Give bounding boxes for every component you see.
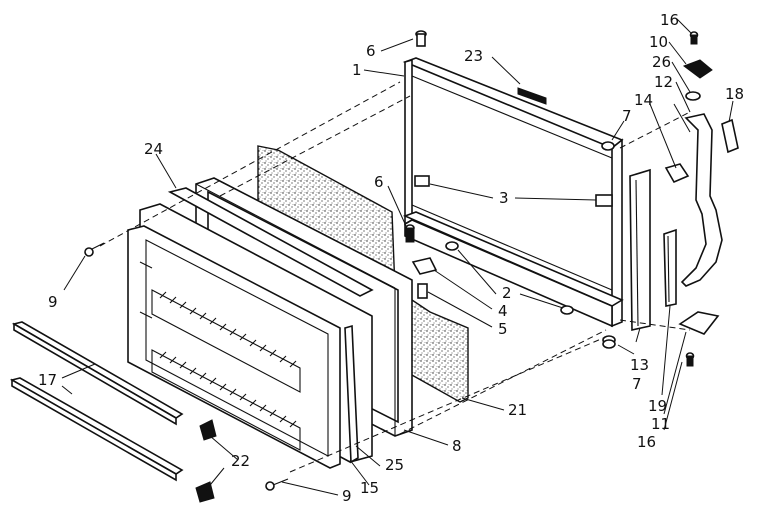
- hinge-washer: [685, 91, 701, 101]
- label-plate: [517, 87, 547, 105]
- screw-top: [415, 30, 427, 47]
- callout-25: 25: [385, 456, 404, 474]
- shelf-rail-upper: [11, 321, 184, 426]
- hinge-bracket: [682, 59, 713, 79]
- callout-21: 21: [508, 401, 527, 419]
- callout-8: 8: [452, 437, 462, 455]
- callout-24: 24: [144, 140, 163, 158]
- screw-middle: [405, 224, 415, 243]
- callout-19: 19: [648, 397, 667, 415]
- callout-6-middle: 6: [374, 173, 384, 191]
- handle-insert: [663, 228, 677, 307]
- lower-bracket: [678, 311, 720, 335]
- side-trim: [721, 118, 739, 154]
- callout-3: 3: [499, 189, 509, 207]
- callout-18: 18: [725, 85, 744, 103]
- callout-16-bottom: 16: [637, 433, 656, 451]
- callout-22: 22: [231, 452, 250, 470]
- callout-9-left: 9: [48, 293, 58, 311]
- handle-trim-strip: [629, 168, 651, 331]
- callout-13: 13: [630, 356, 649, 374]
- callout-17: 17: [38, 371, 57, 389]
- callout-16-top: 16: [660, 11, 679, 29]
- breaker-strip: [167, 187, 374, 297]
- callout-6-top: 6: [366, 42, 376, 60]
- callout-14: 14: [634, 91, 653, 109]
- hinge-screw-bottom: [685, 352, 695, 367]
- callout-2: 2: [502, 284, 512, 302]
- leader-lines: [61, 18, 734, 496]
- screw-left: [84, 242, 105, 257]
- callout-7-bottom: 7: [632, 375, 642, 393]
- callout-12: 12: [654, 73, 673, 91]
- bumper-bottom: [602, 335, 616, 349]
- screw-bottom: [265, 478, 289, 491]
- callout-4: 4: [498, 302, 508, 320]
- callout-7-top: 7: [622, 107, 632, 125]
- alignment-lines: [99, 81, 691, 473]
- door-panel-frame: [402, 57, 624, 328]
- callout-1: 1: [352, 61, 362, 79]
- gasket-strip: [344, 324, 359, 464]
- bumper-top: [601, 141, 615, 151]
- callout-15: 15: [360, 479, 379, 497]
- rail-end-cap-lower: [195, 481, 215, 503]
- rail-end-cap-upper: [199, 419, 217, 441]
- door-handle: [680, 113, 723, 287]
- hinge-screw-top: [689, 31, 699, 45]
- callout-26: 26: [652, 53, 671, 71]
- callout-5: 5: [498, 320, 508, 338]
- shelf-rail-lower: [9, 377, 184, 482]
- callout-11: 11: [651, 415, 670, 433]
- door-stop-parts: [411, 241, 574, 315]
- callout-10: 10: [649, 33, 668, 51]
- callout-labels: 16 10 26 12 14 18 6 1 23 7 3 24 6 2 4 5 …: [38, 11, 744, 505]
- callout-9-bottom: 9: [342, 487, 352, 505]
- door-liner: [127, 203, 373, 469]
- callout-23: 23: [464, 47, 483, 65]
- handle-cap: [664, 163, 690, 184]
